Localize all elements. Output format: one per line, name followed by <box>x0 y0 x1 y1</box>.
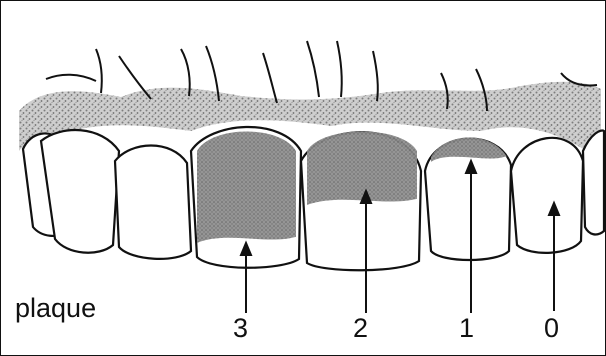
tooth-score-0 <box>511 138 583 253</box>
score-label-1: 1 <box>459 315 474 342</box>
score-label-0: 0 <box>544 315 559 342</box>
score-label-3: 3 <box>233 315 248 342</box>
plaque-label: plaque <box>15 295 96 322</box>
score-label-2: 2 <box>353 315 368 342</box>
tooth-far-right <box>583 131 604 235</box>
arrow-score-3 <box>241 243 251 313</box>
plaque-area-score-3 <box>197 132 296 243</box>
plaque-area-score-2 <box>307 132 417 205</box>
tooth-left-canine <box>115 146 191 259</box>
